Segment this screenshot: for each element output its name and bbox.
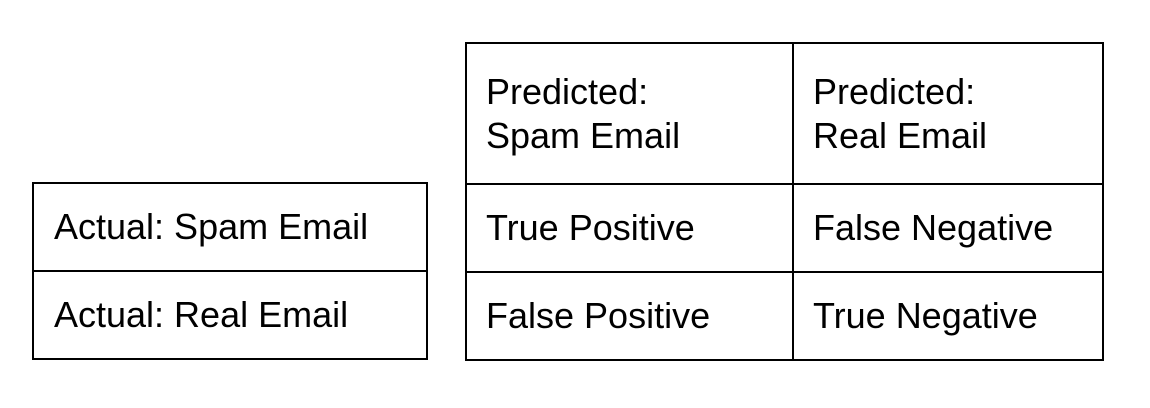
column-header-line: Predicted: — [813, 71, 976, 113]
actual-labels-table: Actual: Spam Email Actual: Real Email — [32, 182, 428, 360]
cell-true-negative: True Negative — [792, 271, 1104, 361]
matrix-header-row: Predicted: Spam Email Predicted: Real Em… — [465, 42, 1104, 185]
column-header-line: Real Email — [813, 114, 988, 156]
cell-false-positive: False Positive — [465, 271, 794, 361]
cell-true-positive: True Positive — [465, 183, 794, 273]
row-label-row: Actual: Spam Email — [32, 182, 428, 272]
matrix-row-actual-spam: True Positive False Negative — [465, 183, 1104, 273]
row-label-row: Actual: Real Email — [32, 270, 428, 360]
column-header-line: Predicted: — [486, 71, 649, 113]
column-header-line: Spam Email — [486, 114, 681, 156]
row-label-actual-spam: Actual: Spam Email — [32, 182, 428, 272]
cell-false-negative: False Negative — [792, 183, 1104, 273]
matrix-row-actual-real: False Positive True Negative — [465, 271, 1104, 361]
confusion-matrix: Predicted: Spam Email Predicted: Real Em… — [465, 42, 1104, 361]
column-header-predicted-spam: Predicted: Spam Email — [465, 42, 794, 185]
row-label-actual-real: Actual: Real Email — [32, 270, 428, 360]
column-header-predicted-real: Predicted: Real Email — [792, 42, 1104, 185]
